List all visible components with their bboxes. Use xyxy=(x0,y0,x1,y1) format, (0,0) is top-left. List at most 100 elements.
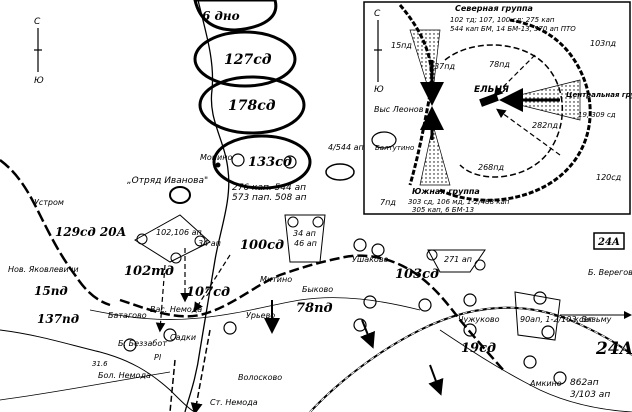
oval-178 xyxy=(198,75,306,135)
label-d107: 107сд xyxy=(186,285,230,300)
label-d78: 78пд xyxy=(296,301,333,316)
label-d129: 129сд 20А xyxy=(55,225,126,239)
attack-arrow-4 xyxy=(190,329,211,412)
label-d127: 127сд xyxy=(224,52,272,68)
label-u4-544: 4/544 ап xyxy=(328,143,364,152)
label-ushakovo: Ушаково xyxy=(352,255,389,264)
label-urvevo: Урьево xyxy=(246,311,275,320)
oval-133 xyxy=(212,134,312,190)
label-north-group-l1: 102 тд; 107, 100 сд; 275 кап xyxy=(450,16,555,24)
inset-frame xyxy=(363,1,631,215)
label-inset-d282: 282пд xyxy=(532,121,559,130)
label-army24-box: 24А xyxy=(597,237,620,248)
art-triangle-271 xyxy=(427,249,486,273)
attack-arrow-5 xyxy=(169,359,176,412)
label-inset-d103: 103пд xyxy=(590,39,617,48)
label-d19: 19сд xyxy=(461,341,496,356)
label-center-group-l1: 19, 309 сд xyxy=(578,111,616,119)
oval-6 xyxy=(193,0,278,32)
label-north-group: Северная группа xyxy=(455,4,533,13)
compass-main: С Ю xyxy=(34,17,44,86)
label-u3-103: 3/103 ап xyxy=(570,390,610,400)
label-yakovlevichi: Нов. Яковлевичи xyxy=(8,265,79,274)
label-inset-d15: 15пд xyxy=(391,41,412,50)
svg-text:С: С xyxy=(34,17,41,27)
inset-arrow-ne xyxy=(493,54,536,97)
label-u271: 271 ап xyxy=(444,255,472,264)
road-3 xyxy=(439,329,632,412)
oval-127 xyxy=(193,30,297,88)
label-elevation: 31.6 xyxy=(92,360,108,368)
label-batagovo: Батагово xyxy=(108,311,147,320)
compass-inset: С Ю xyxy=(374,9,384,95)
road-1 xyxy=(89,297,421,320)
label-elnya: ЕЛЬНЯ xyxy=(474,85,509,95)
label-mitino: Митино xyxy=(260,275,292,284)
label-d102: 102тд xyxy=(124,264,174,279)
label-ustrom: Устром xyxy=(34,198,64,207)
label-inset-d7: 7пд xyxy=(380,198,396,207)
baltutino-unit xyxy=(371,131,397,149)
label-south-group-l2: 305 кап, 6 БМ-13 xyxy=(412,206,474,214)
inset-wedge-south xyxy=(419,124,451,186)
label-vys-leonov: Выс Леонов xyxy=(374,105,424,114)
label-d178: 178сд xyxy=(228,98,276,114)
label-center-group: Центральная группа xyxy=(566,91,632,99)
attack-arrow-3 xyxy=(193,254,231,313)
unit-otryad xyxy=(169,186,191,204)
label-bezzabot: Б. Беззабот xyxy=(118,339,167,348)
label-inset-d137: 137пд xyxy=(429,62,456,71)
unit-symbols xyxy=(123,238,567,385)
label-inset-d120: 120сд xyxy=(596,173,622,182)
road-2 xyxy=(0,371,171,401)
label-north-group-l2: 544 кап БМ, 14 БМ-13, 570 ап ПТО xyxy=(450,25,576,33)
label-pl: Pl xyxy=(154,353,162,362)
art-triangle-34 xyxy=(284,214,326,263)
label-d103: 103сд xyxy=(395,267,439,282)
label-d137: 137пд xyxy=(37,312,79,326)
label-u34a: 34 ап xyxy=(293,229,316,238)
label-vyazma: к Вязьму xyxy=(574,315,612,324)
label-u862: 862ап xyxy=(570,378,599,388)
label-kamkino: Амкино xyxy=(529,379,562,388)
label-voloskovo: Волосково xyxy=(238,373,282,382)
attack-arrow-8 xyxy=(428,364,444,396)
label-south-group-l1: 303 сд, 106 мд, 1-2/488 кап xyxy=(408,198,510,206)
label-mal-nemoda: Бол. Немода xyxy=(98,371,151,380)
label-u276: 276 кап. 544 ап xyxy=(232,183,306,193)
attack-arrow-2 xyxy=(155,264,166,333)
art-triangle-102 xyxy=(134,214,211,263)
inset-arrow-se xyxy=(496,108,561,156)
attack-arrow-7 xyxy=(360,319,375,349)
label-st-nemoda: Ст. Немода xyxy=(210,398,258,407)
label-u573: 573 пап. 508 ап xyxy=(232,193,307,203)
label-vereteya: Б. Верегова xyxy=(588,268,632,277)
label-bykovo: Быково xyxy=(302,285,333,294)
label-inset-d78: 78пд xyxy=(489,60,510,69)
label-d15: 15пд xyxy=(34,284,68,298)
label-u102: 102,106 ап xyxy=(156,228,202,237)
label-u46: 46 ап xyxy=(294,239,317,248)
label-army24: 24А xyxy=(595,339,632,359)
label-sadki: Садки xyxy=(170,333,196,342)
unit-4-544 xyxy=(325,163,355,181)
label-inset-d268: 268пд xyxy=(478,163,505,172)
label-u90: 90ап, 1-2/103 сап xyxy=(520,315,594,324)
label-u34b: 34 ап xyxy=(198,239,221,248)
label-otryad: „Отряд Иванова" xyxy=(127,176,208,186)
village-monino xyxy=(215,162,221,168)
front-line-south xyxy=(119,254,506,373)
svg-text:Ю: Ю xyxy=(374,85,384,95)
label-south-group: Южная группа xyxy=(412,187,480,196)
label-d6: 6 дно xyxy=(202,9,240,23)
army24-box xyxy=(593,232,625,250)
svg-text:Ю: Ю xyxy=(34,76,44,86)
label-vas-nemoda: Вас. Немода xyxy=(150,305,202,314)
label-baltutino: Балтутино xyxy=(375,144,414,152)
front-line-west xyxy=(0,159,111,307)
label-monino: Монино xyxy=(200,153,232,162)
art-triangle-90 xyxy=(514,291,561,341)
svg-text:С: С xyxy=(374,9,381,19)
